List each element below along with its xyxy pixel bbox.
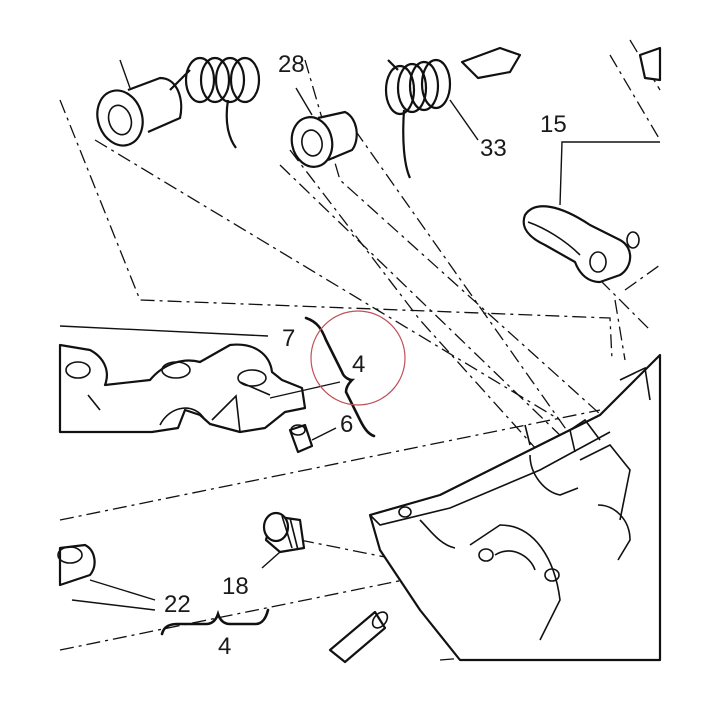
bearing-cap-15	[522, 141, 660, 284]
callout-28: 28	[278, 51, 305, 78]
group-brace-4-bottom	[160, 608, 270, 636]
rocker-arm-assembly	[58, 325, 341, 434]
plug-18	[261, 511, 306, 569]
torsion-spring-top-left	[169, 56, 261, 149]
callout-4-top: 4	[352, 351, 365, 378]
highlight-circle	[310, 310, 406, 406]
part-22-fragment	[57, 543, 156, 611]
cylinder-head	[368, 353, 662, 662]
callout-18: 18	[222, 573, 249, 600]
rod-bottom	[328, 610, 389, 664]
part-fragment-top-right	[460, 46, 662, 82]
torsion-spring-33	[384, 58, 479, 179]
group-brace-4-top	[304, 316, 376, 438]
callout-4-bottom: 4	[218, 633, 231, 660]
callout-33: 33	[480, 135, 507, 162]
callout-6: 6	[340, 411, 353, 438]
callout-7: 7	[282, 325, 295, 352]
callout-15: 15	[540, 111, 567, 138]
callout-22: 22	[164, 591, 191, 618]
bushing-top-left	[96, 59, 183, 147]
pin-6	[288, 423, 337, 454]
bushing-28	[290, 87, 358, 168]
